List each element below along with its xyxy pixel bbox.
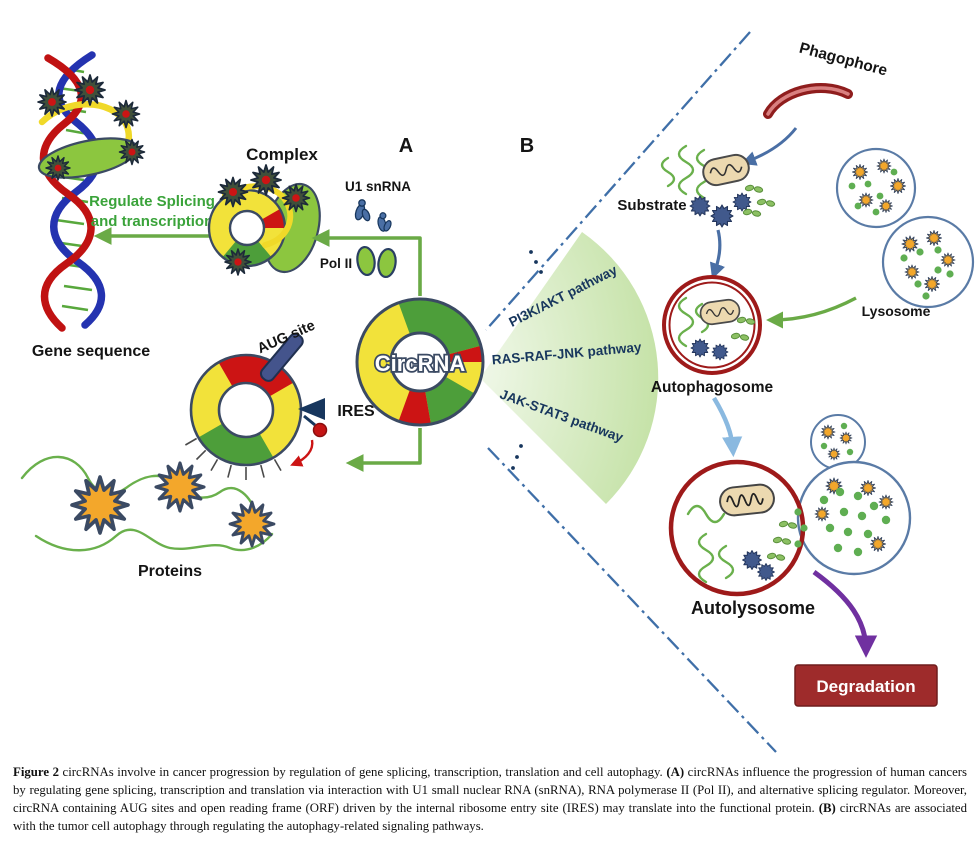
autolysosome-label: Autolysosome [691, 598, 815, 618]
ires-pointer-icon [298, 398, 325, 420]
translation-start-arrow [290, 439, 314, 467]
caption-intro: circRNAs involve in cancer progression b… [58, 765, 667, 779]
u1-snrna-label: U1 snRNA [345, 179, 411, 194]
autolysosome-squiggle-2 [717, 544, 735, 580]
phagophore-icon [763, 82, 853, 119]
caption-part-a: circRNAs influence the progression of hu… [13, 765, 967, 815]
dna-helix [37, 51, 146, 332]
small-lysosome-vesicle [810, 414, 866, 470]
fusing-vesicle-membrane [796, 460, 912, 576]
arrow-phagophore-to-substrate [741, 127, 798, 166]
ribosome-comb [184, 437, 282, 480]
pathway-ellipsis-top [529, 250, 543, 274]
circrna-donut: CircRNA [355, 297, 485, 427]
circrna-donut-red-right [357, 299, 483, 425]
complex-group [207, 164, 321, 276]
phagophore-label: Phagophore [797, 40, 889, 80]
figure-caption: Figure 2 circRNAs involve in cancer prog… [13, 764, 967, 836]
autophagosome-group [662, 275, 762, 375]
u1-snrna-icon [354, 199, 392, 232]
arrow-lysosome-to-autophagosome [766, 296, 857, 329]
nascent-protein-squiggle-2 [34, 528, 274, 552]
arrow-circrna-to-ires [345, 428, 422, 472]
panel-divider-line-top [485, 31, 751, 331]
circrna-donut-inner-outline [389, 331, 451, 393]
degradation-box-rect [794, 664, 938, 707]
caption-panel-a-marker: (A) [666, 765, 685, 779]
ires-donut-red [191, 355, 301, 465]
substrate-label: Substrate [617, 197, 686, 214]
ires-label: IRES [337, 403, 375, 420]
lysosome-label: Lysosome [862, 303, 931, 319]
substrate-group [660, 144, 776, 228]
circrna-donut-green-top [357, 299, 483, 425]
panel-b-label: B [520, 135, 534, 157]
arrow-autophagosome-to-autolysosome [712, 396, 743, 458]
autolysosome-mitochondrion [719, 483, 775, 517]
autolysosome-membrane [668, 459, 806, 597]
substrate-squiggle-3 [660, 156, 676, 188]
ires-pin-ball [312, 422, 328, 438]
caption-part-b: circRNAs are associated with the tumor c… [13, 800, 968, 833]
pol-ii-icon [356, 245, 397, 279]
pol-ii-label: Pol II [320, 256, 352, 271]
ires-donut-group [184, 332, 328, 480]
regulate-splicing-line1: Regulate Splicing [89, 193, 215, 210]
lysosome-1-contents [848, 158, 906, 216]
aug-site-rod [259, 332, 304, 382]
autophagosome-squiggle-1 [677, 296, 695, 348]
arrow-autolysosome-to-degradation [812, 569, 878, 658]
pathway-fan [480, 232, 659, 504]
autolysosome-squiggle-3 [686, 504, 726, 524]
gene-sequence-label: Gene sequence [32, 343, 150, 360]
panel-divider-line-bottom [487, 447, 777, 753]
fusing-vesicle-contents [814, 477, 894, 557]
caption-figure-number: Figure 2 [13, 765, 59, 779]
ires-donut-green [191, 355, 301, 465]
caption-panel-b-marker: (B) [818, 800, 836, 815]
substrate-mitochondrion [702, 153, 750, 187]
circrna-donut-red-bottom [357, 299, 483, 425]
regulate-splicing-line2: and transcription [91, 213, 214, 230]
autophagosome-mitochondrion [699, 298, 741, 326]
substrate-squiggle-1 [677, 144, 695, 196]
complex-rna-ribbon [222, 183, 294, 248]
autophagosome-label: Autophagosome [651, 379, 774, 396]
lysosome-vesicle-2 [881, 215, 975, 309]
panel-a-label: A [399, 135, 413, 157]
proteins-label: Proteins [138, 563, 202, 580]
figure-diagram: A B Gene sequence Regulate Splicing and … [20, 31, 975, 753]
ires-pin-stick [303, 414, 316, 427]
complex-donut-inner-outline [228, 209, 266, 247]
ires-donut-inner-outline [217, 381, 275, 439]
degradation-label: Degradation [816, 677, 915, 696]
arrow-substrate-to-autophagosome [709, 229, 726, 280]
autolysosome-group [668, 459, 808, 597]
proteins-group [20, 455, 276, 552]
pathway-ellipsis-bottom [511, 444, 523, 470]
degradation-box: Degradation [794, 664, 938, 707]
autophagosome-inner-membrane [668, 281, 756, 369]
circrna-label: CircRNA [375, 351, 466, 376]
lysosome-2-contents [900, 230, 956, 300]
fusing-lysosome-vesicle [796, 460, 912, 576]
arrow-circrna-to-complex [311, 229, 422, 296]
autolysosome-spill-dots [794, 508, 808, 548]
nascent-protein-squiggle-1 [20, 455, 258, 516]
complex-donut-red [209, 190, 285, 266]
complex-label: Complex [246, 145, 318, 164]
circrna-donut-outer-outline [355, 297, 485, 427]
lysosome-group [835, 147, 975, 309]
autolysosome-squiggle-1 [697, 532, 715, 584]
